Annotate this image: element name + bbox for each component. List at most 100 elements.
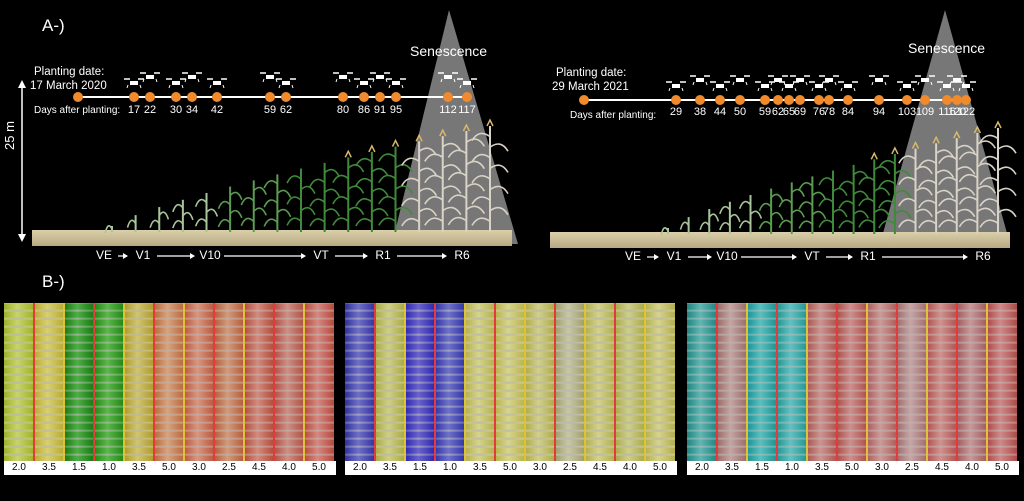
stage-label: R1 bbox=[375, 248, 391, 262]
plot-strip bbox=[435, 303, 465, 461]
map-panel-3 bbox=[687, 303, 1019, 461]
maize-plant bbox=[858, 151, 891, 234]
plot-divider bbox=[614, 303, 616, 461]
drone-icon bbox=[790, 75, 810, 86]
plot-divider bbox=[273, 303, 275, 461]
plot-value: 5.0 bbox=[653, 462, 667, 473]
day-label: 42 bbox=[210, 104, 224, 116]
flight-dot bbox=[129, 92, 139, 102]
flight-dot bbox=[824, 95, 834, 105]
plot-strip bbox=[124, 303, 154, 461]
plot-value: 1.5 bbox=[755, 462, 769, 473]
stage-arrow-head bbox=[963, 254, 968, 260]
stage-label: VT bbox=[313, 248, 329, 262]
maize-plant bbox=[898, 140, 933, 234]
plot-strip bbox=[837, 303, 867, 461]
maize-plant bbox=[878, 146, 912, 234]
plot-divider bbox=[524, 303, 526, 461]
plot-strip bbox=[94, 303, 124, 461]
planting-date-2020: 17 March 2020 bbox=[30, 80, 107, 92]
day-label: 120 bbox=[947, 106, 967, 118]
flight-dot bbox=[359, 92, 369, 102]
stage-arrow-head bbox=[848, 254, 853, 260]
day-label: 122 bbox=[956, 106, 976, 118]
flight-dot bbox=[171, 92, 181, 102]
drone-icon bbox=[869, 75, 889, 86]
day-label: 117 bbox=[458, 104, 476, 116]
maize-plant bbox=[424, 128, 462, 232]
plot-value: 1.0 bbox=[102, 462, 116, 473]
height-label: 25 m bbox=[2, 121, 17, 150]
drone-icon bbox=[730, 75, 750, 86]
maize-plants-2020 bbox=[104, 118, 509, 234]
plot-strip bbox=[495, 303, 525, 461]
plot-divider bbox=[93, 303, 95, 461]
drone-icon bbox=[947, 75, 967, 86]
maize-plant bbox=[263, 174, 292, 232]
drone-icon bbox=[333, 72, 353, 83]
stage-arrow-head bbox=[123, 253, 128, 259]
plot-value: 4.0 bbox=[282, 462, 296, 473]
drone-icon bbox=[897, 81, 917, 92]
plot-strip bbox=[807, 303, 837, 461]
maize-plant bbox=[355, 144, 389, 232]
day-label: 84 bbox=[841, 106, 855, 118]
plot-divider bbox=[866, 303, 868, 461]
plot-value: 4.0 bbox=[623, 462, 637, 473]
plot-strip bbox=[345, 303, 375, 461]
map-panel-2 bbox=[345, 303, 677, 461]
plot-strip bbox=[4, 303, 34, 461]
plot-strip bbox=[244, 303, 274, 461]
plot-strip bbox=[645, 303, 675, 461]
day-label: 94 bbox=[872, 106, 886, 118]
drone-icon bbox=[838, 81, 858, 92]
day-label: 59 bbox=[758, 106, 772, 118]
drone-icon bbox=[768, 75, 788, 86]
maize-plant bbox=[332, 149, 365, 232]
plot-strip bbox=[687, 303, 717, 461]
plot-strip bbox=[585, 303, 615, 461]
flight-dot bbox=[187, 92, 197, 102]
plot-value: 1.5 bbox=[413, 462, 427, 473]
days-title-2020: Days after planting: bbox=[34, 105, 121, 116]
plot-strip bbox=[375, 303, 405, 461]
plot-divider bbox=[554, 303, 556, 461]
plot-divider bbox=[434, 303, 436, 461]
flight-dot bbox=[952, 95, 962, 105]
plot-strip bbox=[777, 303, 807, 461]
maize-plant bbox=[309, 162, 340, 232]
plot-divider bbox=[926, 303, 928, 461]
maize-plant bbox=[719, 201, 741, 234]
stage-label: R6 bbox=[975, 249, 991, 263]
flight-dot bbox=[145, 92, 155, 102]
drone-icon bbox=[182, 72, 202, 83]
senescence-cone-2020 bbox=[392, 10, 518, 244]
flight-dot bbox=[391, 92, 401, 102]
maize-plant bbox=[938, 130, 976, 234]
plot-divider bbox=[153, 303, 155, 461]
day-label: 69 bbox=[793, 106, 807, 118]
plot-divider bbox=[896, 303, 898, 461]
plot-divider bbox=[404, 303, 406, 461]
drone-icon bbox=[457, 78, 477, 89]
plot-strip bbox=[405, 303, 435, 461]
plot-strip bbox=[274, 303, 304, 461]
plot-value: 2.0 bbox=[12, 462, 26, 473]
maize-plant bbox=[172, 199, 194, 232]
plot-divider bbox=[584, 303, 586, 461]
plot-value: 1.0 bbox=[785, 462, 799, 473]
drone-icon bbox=[140, 72, 160, 83]
flight-dot bbox=[920, 95, 930, 105]
maize-plants-2021 bbox=[660, 120, 1017, 236]
drone-icon bbox=[809, 81, 829, 92]
drone-icon bbox=[666, 81, 686, 92]
plot-value: 5.0 bbox=[503, 462, 517, 473]
flight-dot bbox=[265, 92, 275, 102]
maize-plant bbox=[217, 186, 243, 232]
plot-strip bbox=[987, 303, 1017, 461]
plot-strip bbox=[897, 303, 927, 461]
flight-dot bbox=[961, 95, 971, 105]
plot-divider bbox=[183, 303, 185, 461]
